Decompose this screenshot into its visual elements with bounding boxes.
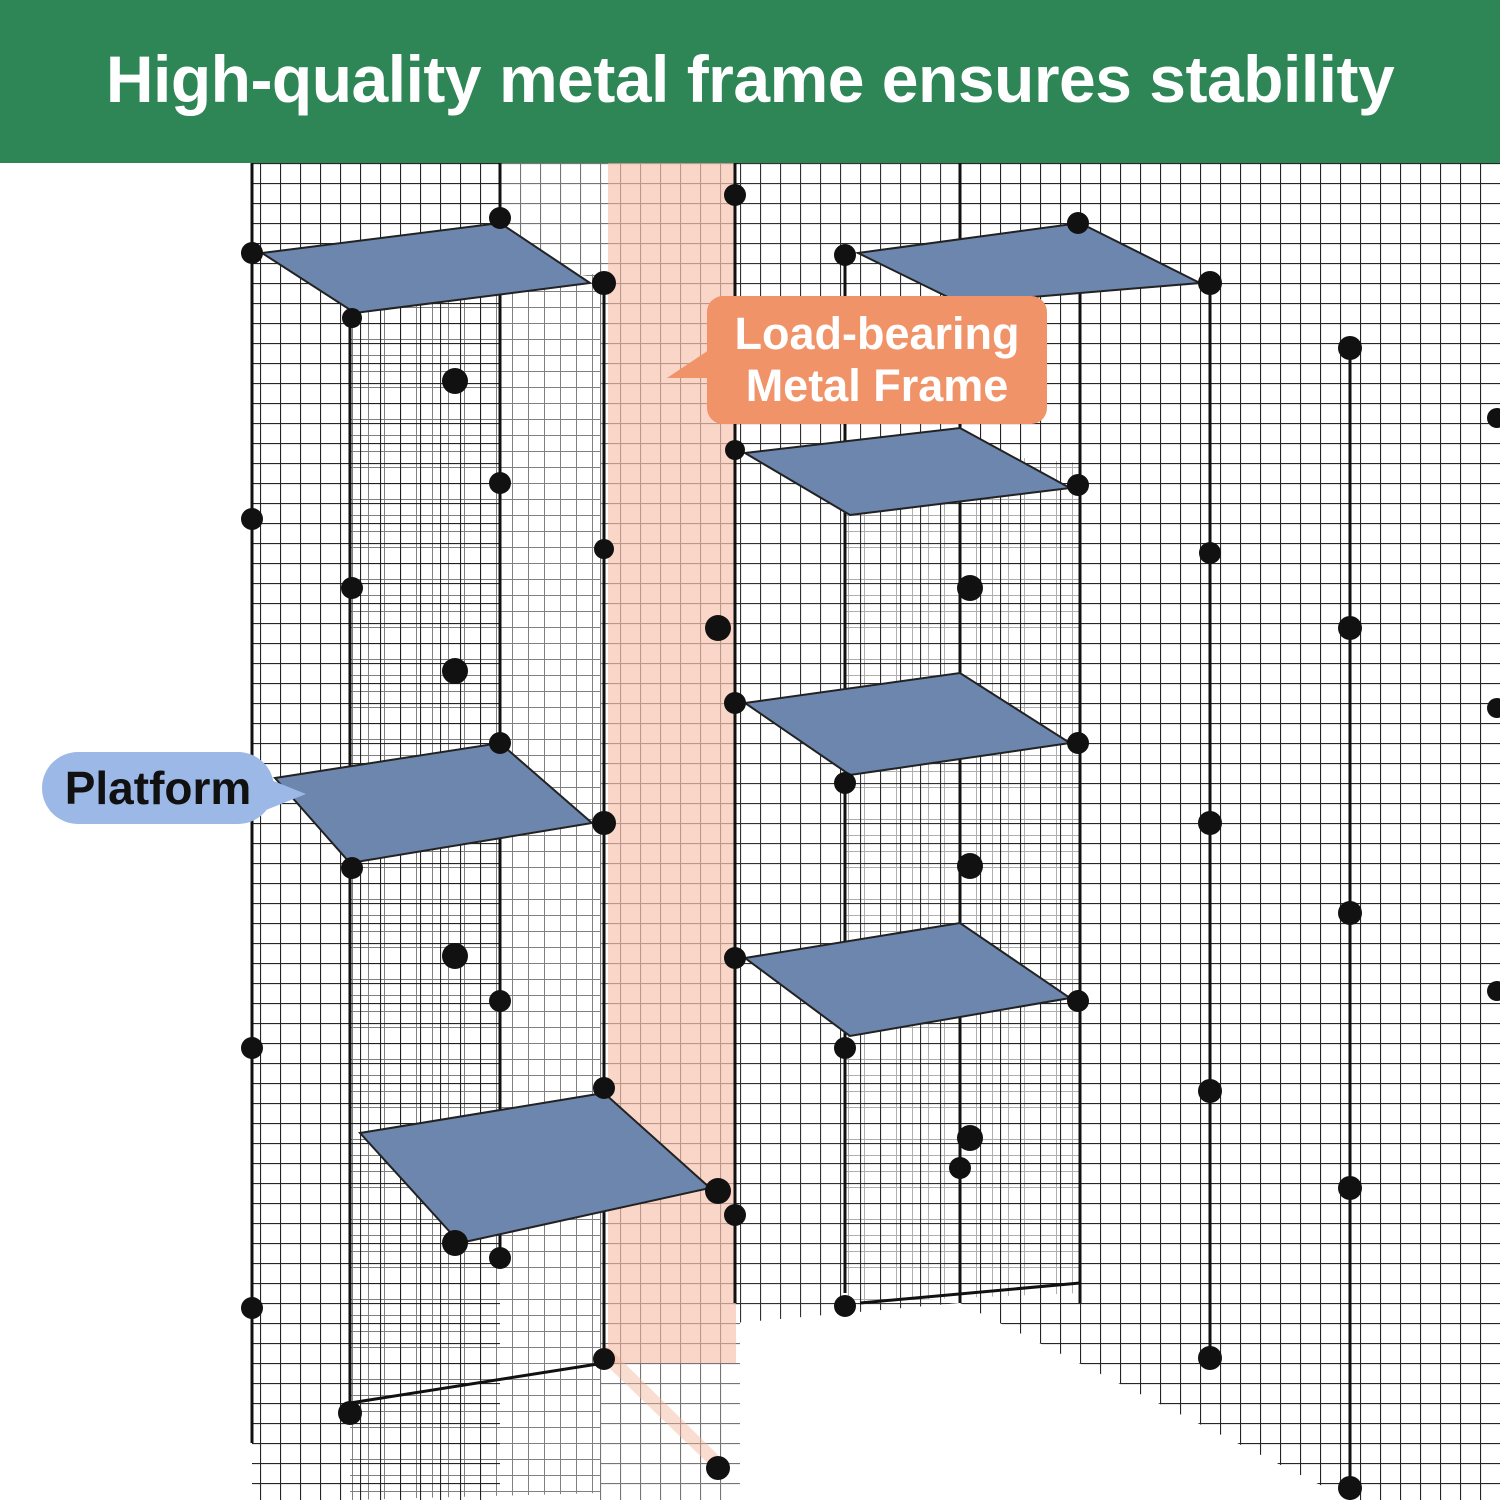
platforms: [259, 221, 1204, 1245]
banner-title: High-quality metal frame ensures stabili…: [105, 41, 1395, 116]
callout-frame-line2: Metal Frame: [745, 360, 1009, 411]
wire-cube-illustration: [241, 163, 1500, 1500]
platform-top-left: [259, 221, 593, 315]
title-banner: High-quality metal frame ensures stabili…: [0, 0, 1500, 163]
callout-platform-label: Platform: [64, 762, 252, 814]
right-grid-panels: [960, 163, 1500, 1500]
product-photo: [0, 163, 1500, 1500]
load-bearing-frame-callout: Load-bearing Metal Frame: [667, 296, 1047, 424]
connectors: [241, 184, 1500, 1500]
platform-callout: Platform: [42, 752, 306, 824]
callout-frame-line1: Load-bearing: [734, 308, 1020, 359]
